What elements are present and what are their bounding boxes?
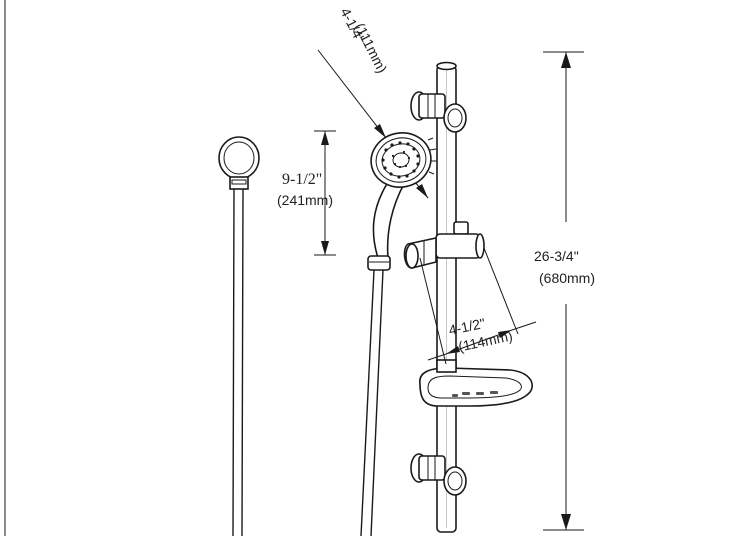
spray-face-metric: (111mm) bbox=[352, 20, 391, 75]
handshower-length-dimension bbox=[314, 130, 336, 256]
slide-bar bbox=[436, 61, 457, 533]
hose-left bbox=[232, 188, 244, 536]
bottom-wall-bracket bbox=[410, 453, 467, 496]
bar-height-imperial: 26-3/4" bbox=[534, 248, 579, 264]
handshower-length-metric: (241mm) bbox=[277, 192, 333, 208]
soap-dish bbox=[419, 359, 534, 407]
bracket-reach-dimension bbox=[419, 247, 537, 365]
bar-height-dimension bbox=[543, 51, 584, 531]
wall-supply-elbow bbox=[218, 136, 260, 190]
handshower bbox=[367, 132, 437, 271]
hose-right bbox=[360, 269, 384, 536]
handshower-length-imperial: 9-1/2" bbox=[282, 171, 322, 188]
bar-height-metric: (680mm) bbox=[539, 270, 595, 286]
slide-holder bbox=[403, 221, 485, 269]
top-wall-bracket bbox=[410, 91, 467, 133]
bracket-reach-imperial: 4-1/2" bbox=[447, 315, 486, 338]
